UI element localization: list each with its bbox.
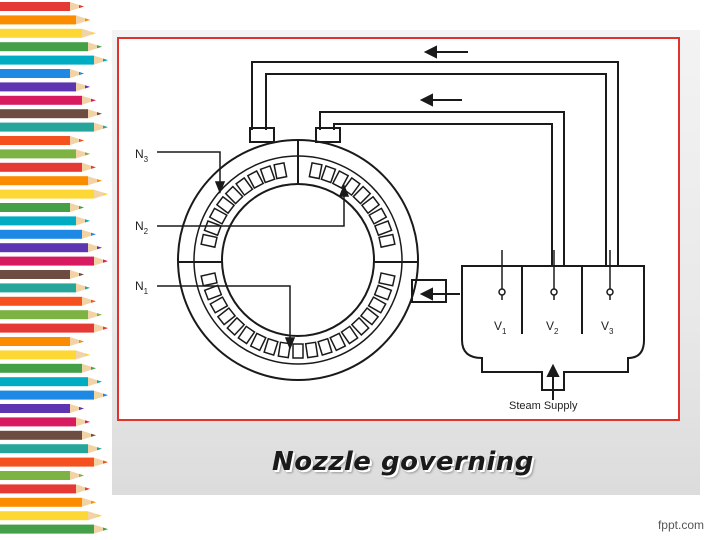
nozzle-block	[205, 285, 222, 299]
label-v2: V2	[546, 319, 559, 336]
nozzle-block	[375, 221, 392, 235]
nozzle-block	[379, 234, 395, 247]
nozzle-block	[204, 221, 221, 235]
slide-title: Nozzle governing	[272, 447, 534, 477]
nozzle-block	[379, 273, 395, 286]
nozzle-ring-middle	[194, 156, 402, 364]
nozzle-block	[321, 166, 335, 183]
label-v1: V1	[494, 319, 507, 336]
nozzle-block	[251, 333, 266, 350]
nozzle-block	[318, 339, 332, 355]
nozzle-block	[309, 163, 322, 179]
nozzle-block	[293, 344, 303, 358]
label-n2: N2	[135, 219, 149, 236]
n3-inlet-stub	[250, 128, 274, 142]
label-n1: N1	[135, 279, 149, 296]
label-v3: V3	[601, 319, 614, 336]
nozzle-block	[201, 234, 217, 247]
nozzle-block	[306, 342, 318, 357]
rotor-inner	[222, 184, 374, 336]
label-n3: N3	[135, 147, 149, 164]
nozzle-block	[330, 333, 345, 350]
nozzle-block	[375, 285, 392, 299]
brand-watermark: fppt.com	[658, 518, 704, 532]
nozzle-block	[264, 339, 278, 355]
n2-inlet-stub	[316, 128, 340, 142]
nozzle-block	[261, 166, 275, 183]
label-steam-supply: Steam Supply	[509, 400, 578, 412]
nozzle-block	[274, 163, 287, 179]
nozzle-block	[201, 273, 217, 286]
